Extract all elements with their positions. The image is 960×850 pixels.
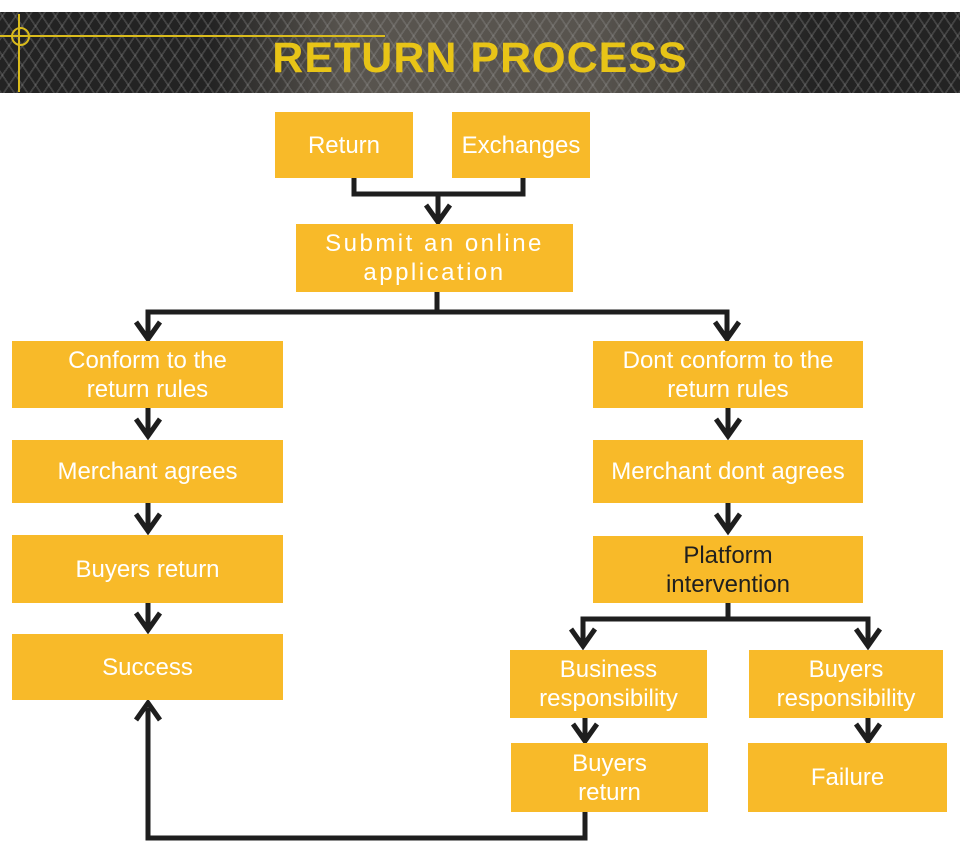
arrowhead-down-merchant-dont <box>713 417 743 441</box>
flow-node-label: Merchant dont agrees <box>611 458 845 485</box>
arrowhead-down-success <box>133 611 163 635</box>
header-banner: RETURN PROCESS <box>0 12 960 93</box>
arrowhead-down-merchant-agrees <box>133 417 163 441</box>
flow-node-buyers-responsibility: Buyers responsibility <box>749 650 943 718</box>
connector-platform-split <box>580 616 871 642</box>
flow-node-buyers-return: Buyers return <box>12 535 283 603</box>
flow-node-buyers-return-bottom: Buyers return <box>511 743 708 812</box>
flow-node-platform-intervention: Platform intervention <box>593 536 863 603</box>
flow-node-label: Failure <box>810 764 885 791</box>
arrowhead-up-success <box>133 698 163 722</box>
flow-node-label: Buyers responsibility <box>776 656 916 712</box>
ornament-vertical-line <box>18 14 20 92</box>
flow-node-business-responsibility: Business responsibility <box>510 650 707 718</box>
flow-node-submit-application: Submit an online application <box>296 224 573 292</box>
connector-merge-top <box>351 178 526 197</box>
flow-node-label: Return <box>307 131 381 159</box>
flow-node-label: Dont conform to the return rules <box>622 346 834 403</box>
arrowhead-down-buyers-return-bottom <box>570 722 600 746</box>
flow-node-label: Exchanges <box>461 131 581 159</box>
flow-node-label: Success <box>102 653 193 681</box>
flow-node-label: Business responsibility <box>539 656 678 712</box>
arrowhead-down-dont-conform <box>712 320 742 344</box>
arrowhead-down-failure <box>853 722 883 746</box>
connector-branch-split <box>145 309 730 335</box>
flow-node-dont-conform-rules: Dont conform to the return rules <box>593 341 863 408</box>
arrowhead-down-platform <box>713 512 743 536</box>
arrowhead-down-submit <box>423 203 453 227</box>
arrowhead-down-conform <box>133 320 163 344</box>
flow-node-label: Buyers return <box>75 555 220 583</box>
ornament-circle-icon <box>11 27 30 46</box>
flow-node-label: Merchant agrees <box>57 458 238 485</box>
arrowhead-down-business <box>568 627 598 651</box>
flow-node-merchant-agrees: Merchant agrees <box>12 440 283 503</box>
ornament-horizontal-line <box>0 35 385 37</box>
flow-node-exchanges: Exchanges <box>452 112 590 178</box>
flow-node-label: Platform intervention <box>665 541 791 598</box>
flow-node-failure: Failure <box>748 743 947 812</box>
flow-node-conform-rules: Conform to the return rules <box>12 341 283 408</box>
arrowhead-down-buyers-return-left <box>133 512 163 536</box>
arrowhead-down-buyers-resp <box>853 627 883 651</box>
flow-node-label: Buyers return <box>572 749 647 806</box>
flow-node-merchant-dont-agrees: Merchant dont agrees <box>593 440 863 503</box>
flow-node-success: Success <box>12 634 283 700</box>
page-title: RETURN PROCESS <box>272 34 688 82</box>
flow-node-return: Return <box>275 112 413 178</box>
flow-node-label: Submit an online application <box>325 230 544 286</box>
flow-node-label: Conform to the return rules <box>68 346 227 403</box>
